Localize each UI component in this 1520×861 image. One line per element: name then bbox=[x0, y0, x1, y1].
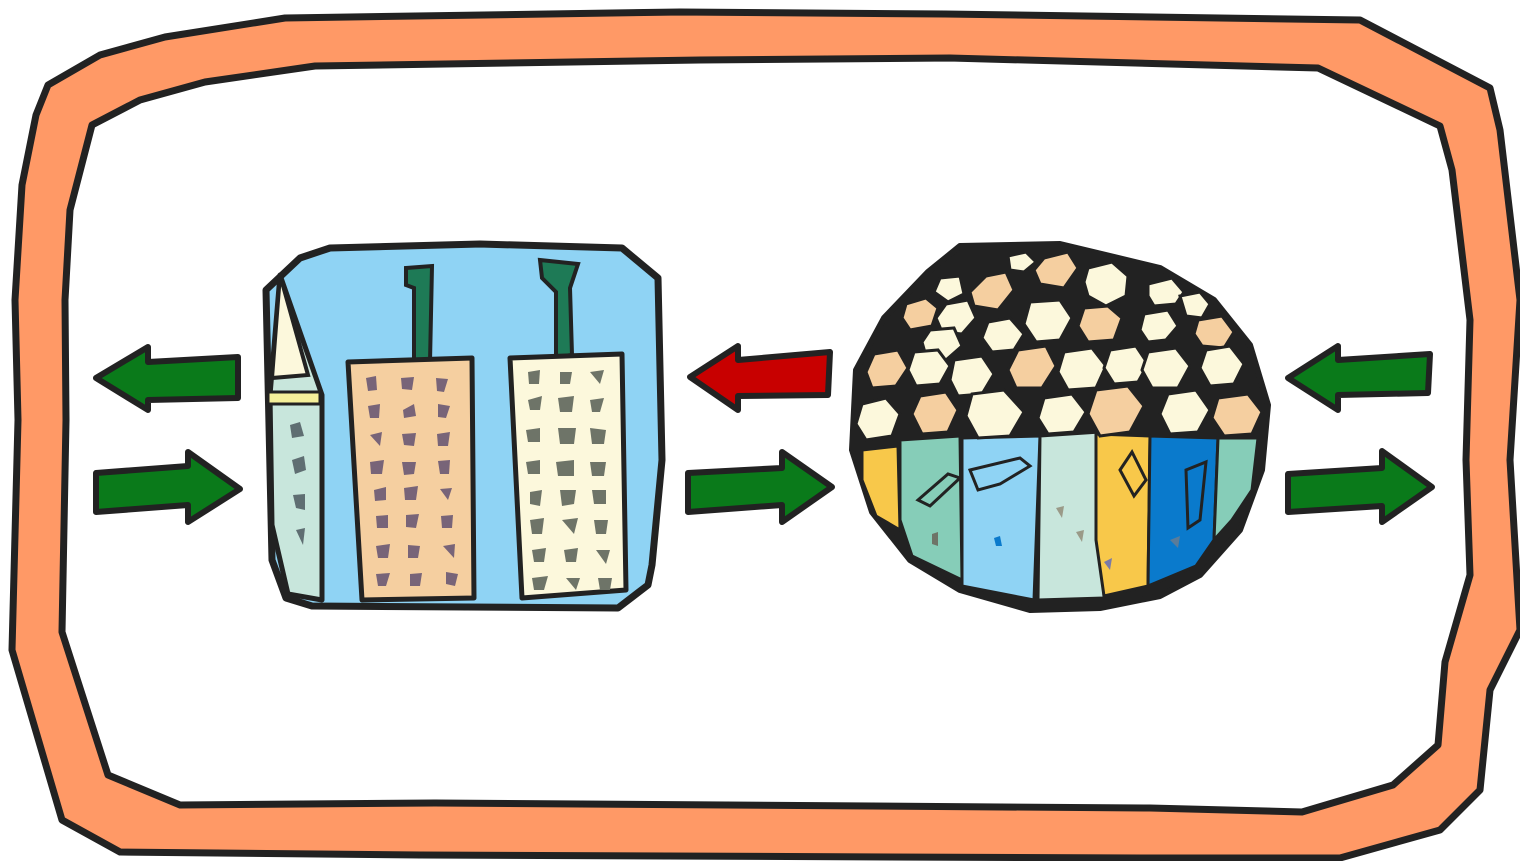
crowd-of-people-icon bbox=[852, 244, 1268, 610]
frame bbox=[12, 12, 1520, 858]
building-tan bbox=[348, 358, 474, 600]
city-buildings-icon bbox=[266, 244, 662, 608]
